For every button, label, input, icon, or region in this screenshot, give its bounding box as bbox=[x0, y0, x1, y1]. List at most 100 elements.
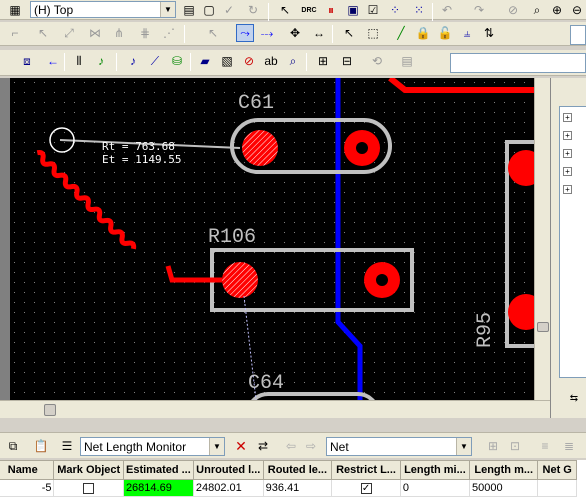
tree-expand-icon[interactable]: + bbox=[563, 131, 572, 140]
horizontal-scrollbar[interactable] bbox=[0, 400, 550, 418]
cell-estimated[interactable]: 26814.69 bbox=[122, 479, 194, 497]
box-select-icon[interactable]: ⬚ bbox=[367, 26, 379, 40]
command-input[interactable] bbox=[450, 53, 586, 73]
tree-expand-icon[interactable]: + bbox=[563, 113, 572, 122]
cell-name[interactable]: -5 bbox=[0, 479, 55, 497]
properties-icon[interactable]: ▤ bbox=[183, 3, 195, 17]
tree-expand-icon[interactable]: + bbox=[563, 149, 572, 158]
align-center-icon[interactable]: ≣ bbox=[563, 439, 575, 453]
align-left-icon[interactable]: ≡ bbox=[541, 439, 549, 453]
hatch-icon[interactable]: ▧ bbox=[221, 54, 233, 68]
split-icon[interactable]: ⋰ bbox=[163, 26, 175, 40]
check-icon[interactable]: ✓ bbox=[223, 3, 235, 17]
column-header-routed[interactable]: Routed le... bbox=[262, 460, 333, 480]
move-icon[interactable]: ✥ bbox=[289, 26, 301, 40]
unlock-icon[interactable]: 🔓 bbox=[437, 26, 453, 40]
redo-icon[interactable]: ↷ bbox=[473, 3, 485, 17]
zoom-out-icon[interactable]: ⊖ bbox=[571, 3, 583, 17]
arrow-left-icon[interactable]: ← bbox=[47, 54, 59, 68]
top-trace[interactable] bbox=[388, 78, 550, 93]
layer-stack-icon[interactable]: ⛁ bbox=[171, 54, 183, 68]
column-header-net-g[interactable]: Net G bbox=[537, 460, 577, 480]
undo-icon[interactable]: ↶ bbox=[441, 3, 453, 17]
dots-icon[interactable]: ⁙ bbox=[413, 3, 425, 17]
project-tree[interactable]: + + + + + bbox=[559, 106, 586, 378]
chevron-down-icon[interactable]: ▼ bbox=[456, 438, 471, 455]
monitor-select[interactable]: Net Length Monitor ▼ bbox=[80, 437, 225, 456]
ref-label-c64[interactable]: C64 bbox=[248, 372, 284, 395]
pcb-drawing[interactable]: C61 R106 R95 C64 Rt = 763.68 Et = 1149.5… bbox=[0, 78, 550, 400]
cell-length-min[interactable]: 0 bbox=[399, 479, 471, 497]
r106-pad-1[interactable] bbox=[222, 262, 258, 298]
select-arrow-icon[interactable]: ↖ bbox=[279, 3, 291, 17]
column-header-name[interactable]: Name bbox=[0, 460, 55, 480]
ref-label-c61[interactable]: C61 bbox=[238, 92, 274, 115]
drc-icon[interactable]: DRC bbox=[300, 1, 318, 19]
route-mode-icon[interactable]: ⤳ bbox=[236, 24, 254, 42]
snap-grid-icon[interactable]: ⊞ bbox=[317, 54, 329, 68]
select-mode-icon[interactable]: ↖ bbox=[207, 26, 219, 40]
refresh-icon[interactable]: ↻ bbox=[247, 3, 259, 17]
component-icon[interactable]: ⧈ bbox=[23, 54, 31, 68]
back-arrow-icon[interactable]: ⇦ bbox=[285, 439, 297, 453]
chevron-down-icon[interactable]: ▼ bbox=[209, 438, 224, 455]
no-drc-icon[interactable]: ⊘ bbox=[243, 54, 255, 68]
corner-arrow-icon[interactable]: ↖ bbox=[343, 26, 355, 40]
redraw-icon[interactable]: ⟲ bbox=[371, 54, 383, 68]
panel-navigate-icon[interactable]: ⇆ bbox=[569, 393, 579, 404]
list-icon[interactable]: ☰ bbox=[61, 439, 73, 453]
table-row[interactable]: -5 26814.69 24802.01 936.41 ✓ 0 50000 bbox=[0, 479, 577, 497]
copy-icon[interactable]: ⧉ bbox=[8, 439, 18, 453]
music-note-icon[interactable]: ♪ bbox=[130, 54, 136, 68]
chevron-down-icon[interactable]: ▼ bbox=[160, 2, 175, 17]
mark-object-checkbox[interactable] bbox=[83, 482, 95, 494]
tune-icon[interactable]: ⤏ bbox=[260, 26, 274, 40]
layers-icon[interactable]: ▤ bbox=[401, 54, 413, 68]
cell-routed[interactable]: 936.41 bbox=[262, 479, 333, 497]
pause-icon[interactable]: ⏸ bbox=[327, 3, 334, 17]
pointer-icon[interactable]: ↖ bbox=[37, 26, 49, 40]
add-via-icon[interactable]: ⋈ bbox=[89, 26, 101, 40]
fanout-icon[interactable]: ⋔ bbox=[113, 26, 125, 40]
search-input[interactable] bbox=[570, 25, 586, 45]
diff-pair-icon[interactable]: ⫴ bbox=[76, 54, 82, 68]
tree-expand-icon[interactable]: + bbox=[563, 167, 572, 176]
layer-select[interactable]: (H) Top ▼ bbox=[30, 1, 176, 18]
lock-icon[interactable]: 🔒 bbox=[415, 26, 431, 40]
tree-expand-icon[interactable]: + bbox=[563, 185, 572, 194]
cell-restrict[interactable]: ✓ bbox=[331, 479, 401, 497]
export-icon[interactable]: ⊡ bbox=[509, 439, 521, 453]
zoom-icon[interactable]: ⊕ bbox=[551, 3, 563, 17]
pour-icon[interactable]: ▰ bbox=[200, 54, 210, 68]
swap-icon[interactable]: ⇄ bbox=[257, 439, 269, 453]
c64-outline[interactable] bbox=[248, 392, 378, 400]
route-icon[interactable]: ⌐ bbox=[11, 26, 19, 40]
document-check-icon[interactable]: ☑ bbox=[367, 3, 379, 17]
c61-outline[interactable] bbox=[230, 118, 392, 174]
blue-trace[interactable] bbox=[335, 78, 363, 400]
save-icon[interactable]: ▣ bbox=[347, 3, 359, 17]
paste-icon[interactable]: 📋 bbox=[33, 439, 49, 453]
bus-route-icon[interactable]: ⋕ bbox=[139, 26, 151, 40]
line-icon[interactable]: ╱ bbox=[397, 26, 405, 40]
column-header-length-max[interactable]: Length m... bbox=[469, 460, 539, 480]
note-icon[interactable]: ♪ bbox=[98, 54, 104, 68]
align-icon[interactable]: ⫨ bbox=[463, 26, 471, 40]
search-icon[interactable]: ⌕ bbox=[533, 3, 541, 17]
ref-label-r106[interactable]: R106 bbox=[208, 226, 256, 249]
vertical-scroll-thumb[interactable] bbox=[537, 322, 549, 332]
cell-length-max[interactable]: 50000 bbox=[469, 479, 539, 497]
sort-icon[interactable]: ⇅ bbox=[483, 26, 495, 40]
horizontal-scroll-thumb[interactable] bbox=[44, 404, 56, 416]
column-header-length-min[interactable]: Length mi... bbox=[399, 460, 471, 480]
trace-to-r106[interactable] bbox=[165, 265, 222, 283]
find-icon[interactable]: ⌕ bbox=[289, 54, 297, 68]
diagonal-route-icon[interactable]: ⟋ bbox=[150, 54, 160, 68]
serpentine-trace[interactable] bbox=[35, 150, 137, 251]
column-header-mark-object[interactable]: Mark Object bbox=[53, 460, 124, 480]
vertical-scrollbar[interactable] bbox=[534, 78, 550, 400]
pcb-canvas[interactable]: C61 R106 R95 C64 Rt = 763.68 Et = 1149.5… bbox=[0, 78, 550, 400]
layer-icon[interactable]: ▦ bbox=[9, 3, 21, 17]
ref-label-r95[interactable]: R95 bbox=[474, 312, 497, 348]
stop-icon[interactable]: ⊘ bbox=[507, 3, 519, 17]
